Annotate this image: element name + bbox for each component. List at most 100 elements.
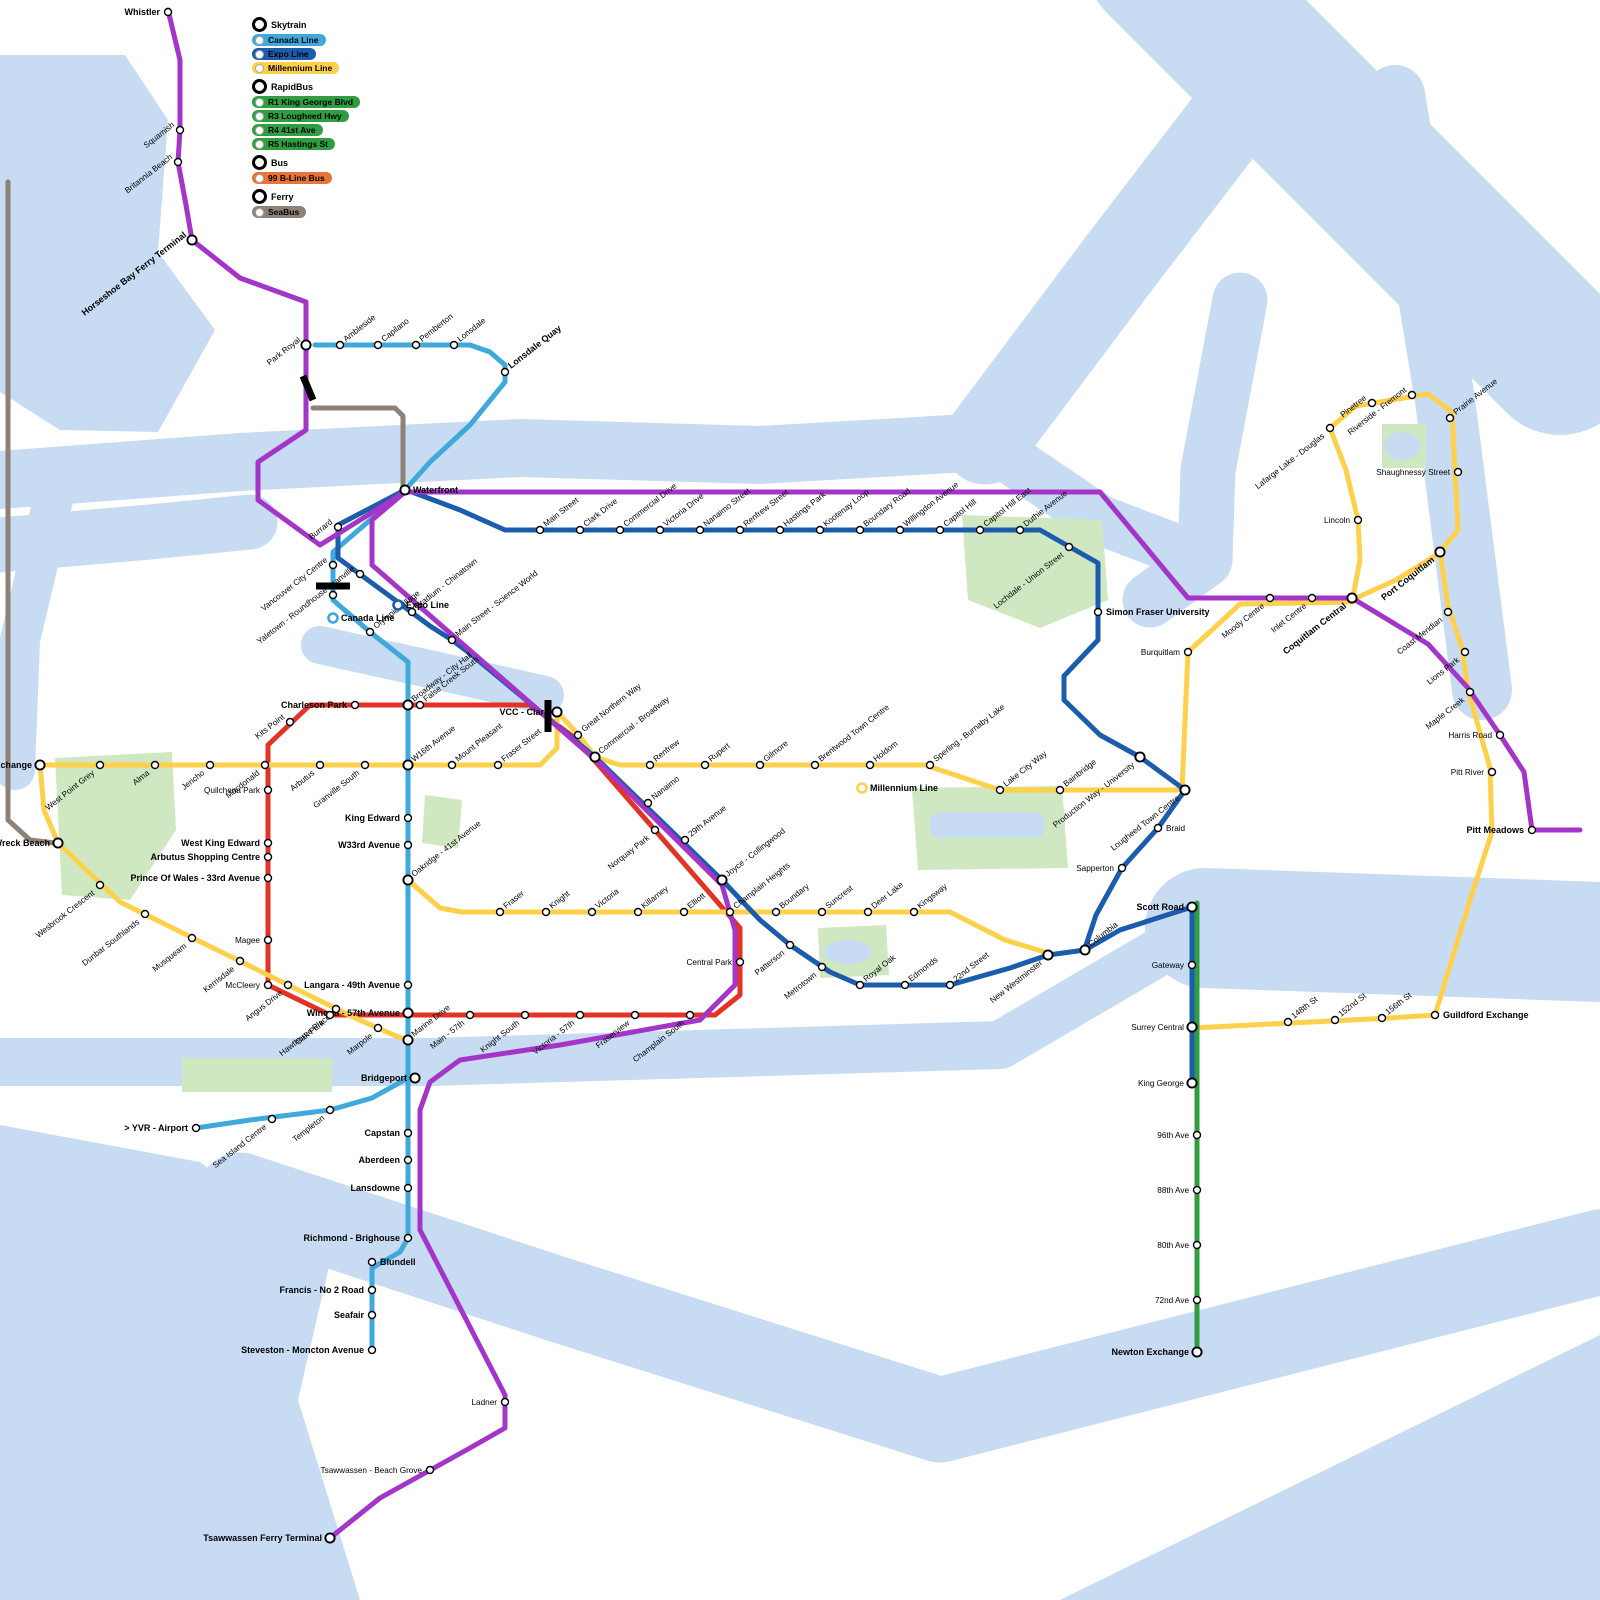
station-seafair: Seafair — [334, 1310, 377, 1320]
station-marker — [34, 759, 46, 771]
station-marker — [373, 340, 383, 350]
station-tsawwassen-beach-grove: Tsawwassen - Beach Grove — [321, 1465, 435, 1475]
station-marker — [1453, 467, 1463, 477]
legend-item-icon — [255, 35, 264, 45]
line-seabus-route — [310, 405, 406, 490]
station-marker — [695, 525, 705, 535]
station-marker — [655, 525, 665, 535]
station-marker — [447, 760, 457, 770]
legend-mode-icon — [252, 17, 267, 32]
legend-header-skytrain: Skytrain — [252, 17, 402, 32]
station-label: Metrotown — [783, 970, 819, 1001]
station-label: Kingsway — [916, 881, 950, 910]
station-22nd-street: 22nd Street — [945, 950, 991, 990]
station-label: Sperling - Burnaby Lake — [932, 702, 1007, 763]
park-area — [422, 795, 462, 848]
station-burquitlam: Burquitlam — [1141, 647, 1193, 657]
station-label: Capstan — [364, 1128, 400, 1138]
station-marker — [403, 1233, 413, 1243]
station-label: Main Street — [542, 495, 581, 528]
station-whistler: Whistler — [124, 7, 173, 17]
station-marker — [449, 340, 459, 350]
station-label: Harris Road — [1448, 731, 1492, 740]
station-marker — [1186, 901, 1198, 913]
station-label: Bridgeport — [361, 1073, 407, 1083]
station-gateway: Gateway — [1152, 960, 1197, 970]
legend-item-label: R4 41st Ave — [268, 125, 316, 135]
station-marker — [541, 907, 551, 917]
station-marker — [373, 1023, 383, 1033]
station-marker — [685, 1010, 695, 1020]
station-marker — [1434, 546, 1446, 558]
station-label: Dunbar Southlands — [80, 917, 141, 967]
station-marker — [1187, 960, 1197, 970]
station-braid: Braid — [1153, 823, 1186, 833]
station-marker — [771, 907, 781, 917]
station-marker — [817, 962, 827, 972]
station-guildford-exchange: Guildford Exchange — [1430, 1010, 1529, 1020]
station-marker — [1377, 1013, 1387, 1023]
station-marker — [1186, 1021, 1198, 1033]
station-marker — [315, 760, 325, 770]
station-label: Winona - 57th Avenue — [307, 1008, 400, 1018]
station-marker — [1186, 1077, 1198, 1089]
water-area — [0, 55, 215, 432]
station-marker — [1460, 647, 1470, 657]
legend-item-seabus: SeaBus — [252, 206, 307, 218]
station-label: Simon Fraser University — [1106, 607, 1210, 617]
station-label: Park Royal — [265, 335, 302, 367]
station-marker — [235, 956, 245, 966]
station-label: Langara - 49th Avenue — [304, 980, 400, 990]
station-marker — [1191, 1346, 1203, 1358]
station-bridgeport: Bridgeport — [361, 1072, 421, 1084]
station-marker — [1443, 607, 1453, 617]
station-marker — [409, 1072, 421, 1084]
station-nanaimo: Nanaimo — [643, 774, 681, 808]
station-marker — [520, 1010, 530, 1020]
station-capstan: Capstan — [364, 1128, 413, 1138]
station-label: Ambleside — [342, 313, 378, 344]
station-marker — [645, 760, 655, 770]
station-marker — [1192, 1130, 1202, 1140]
station-label: Charleson Park — [281, 700, 348, 710]
lake — [824, 940, 872, 964]
station-marker — [367, 1257, 377, 1267]
station-label: Waterfront — [413, 485, 458, 495]
station-marker — [755, 760, 765, 770]
station-label: Whistler — [124, 7, 160, 17]
interchange-connector — [299, 374, 317, 402]
legend-item-r5-hastings-st: R5 Hastings St — [252, 138, 335, 150]
station-label: Port Coquitlam — [1379, 555, 1436, 603]
legend-item-label: Expo Line — [268, 49, 309, 59]
station-lansdowne: Lansdowne — [350, 1183, 413, 1193]
line-canada-main — [330, 487, 411, 1081]
station-marker — [263, 785, 273, 795]
legend-item-label: 99 B-Line Bus — [268, 173, 325, 183]
station-sperling-burnaby-lake: Sperling - Burnaby Lake — [925, 702, 1007, 770]
station-label: Seafair — [334, 1310, 365, 1320]
park-area — [182, 1058, 332, 1092]
station-label: Killarney — [640, 884, 671, 911]
station-label: Kits Point — [253, 712, 286, 741]
station-label: Victoria Drive — [662, 491, 706, 528]
station-marker — [630, 1010, 640, 1020]
station-marker — [700, 760, 710, 770]
station-marker — [365, 627, 375, 637]
station-marker — [1346, 592, 1358, 604]
station-marker — [1465, 687, 1475, 697]
station-label: Capilano — [380, 316, 411, 343]
line-ferry-coastal — [5, 179, 58, 846]
station-label: Musqueam — [151, 941, 189, 973]
station-lafarge-lake-douglas: Lafarge Lake - Douglas — [1254, 423, 1335, 491]
legend-header-label: Ferry — [271, 191, 294, 202]
station-label: Holdom — [872, 739, 900, 764]
station-label: Norquay Park — [606, 833, 652, 871]
station-marker — [367, 1310, 377, 1320]
station-harris-road: Harris Road — [1448, 730, 1505, 740]
station-88th-ave: 88th Ave — [1157, 1185, 1202, 1195]
station-waterfront: Waterfront — [399, 484, 458, 496]
station-marker — [1064, 542, 1074, 552]
station-marker — [95, 880, 105, 890]
station-francis-no-2-road: Francis - No 2 Road — [279, 1285, 377, 1295]
